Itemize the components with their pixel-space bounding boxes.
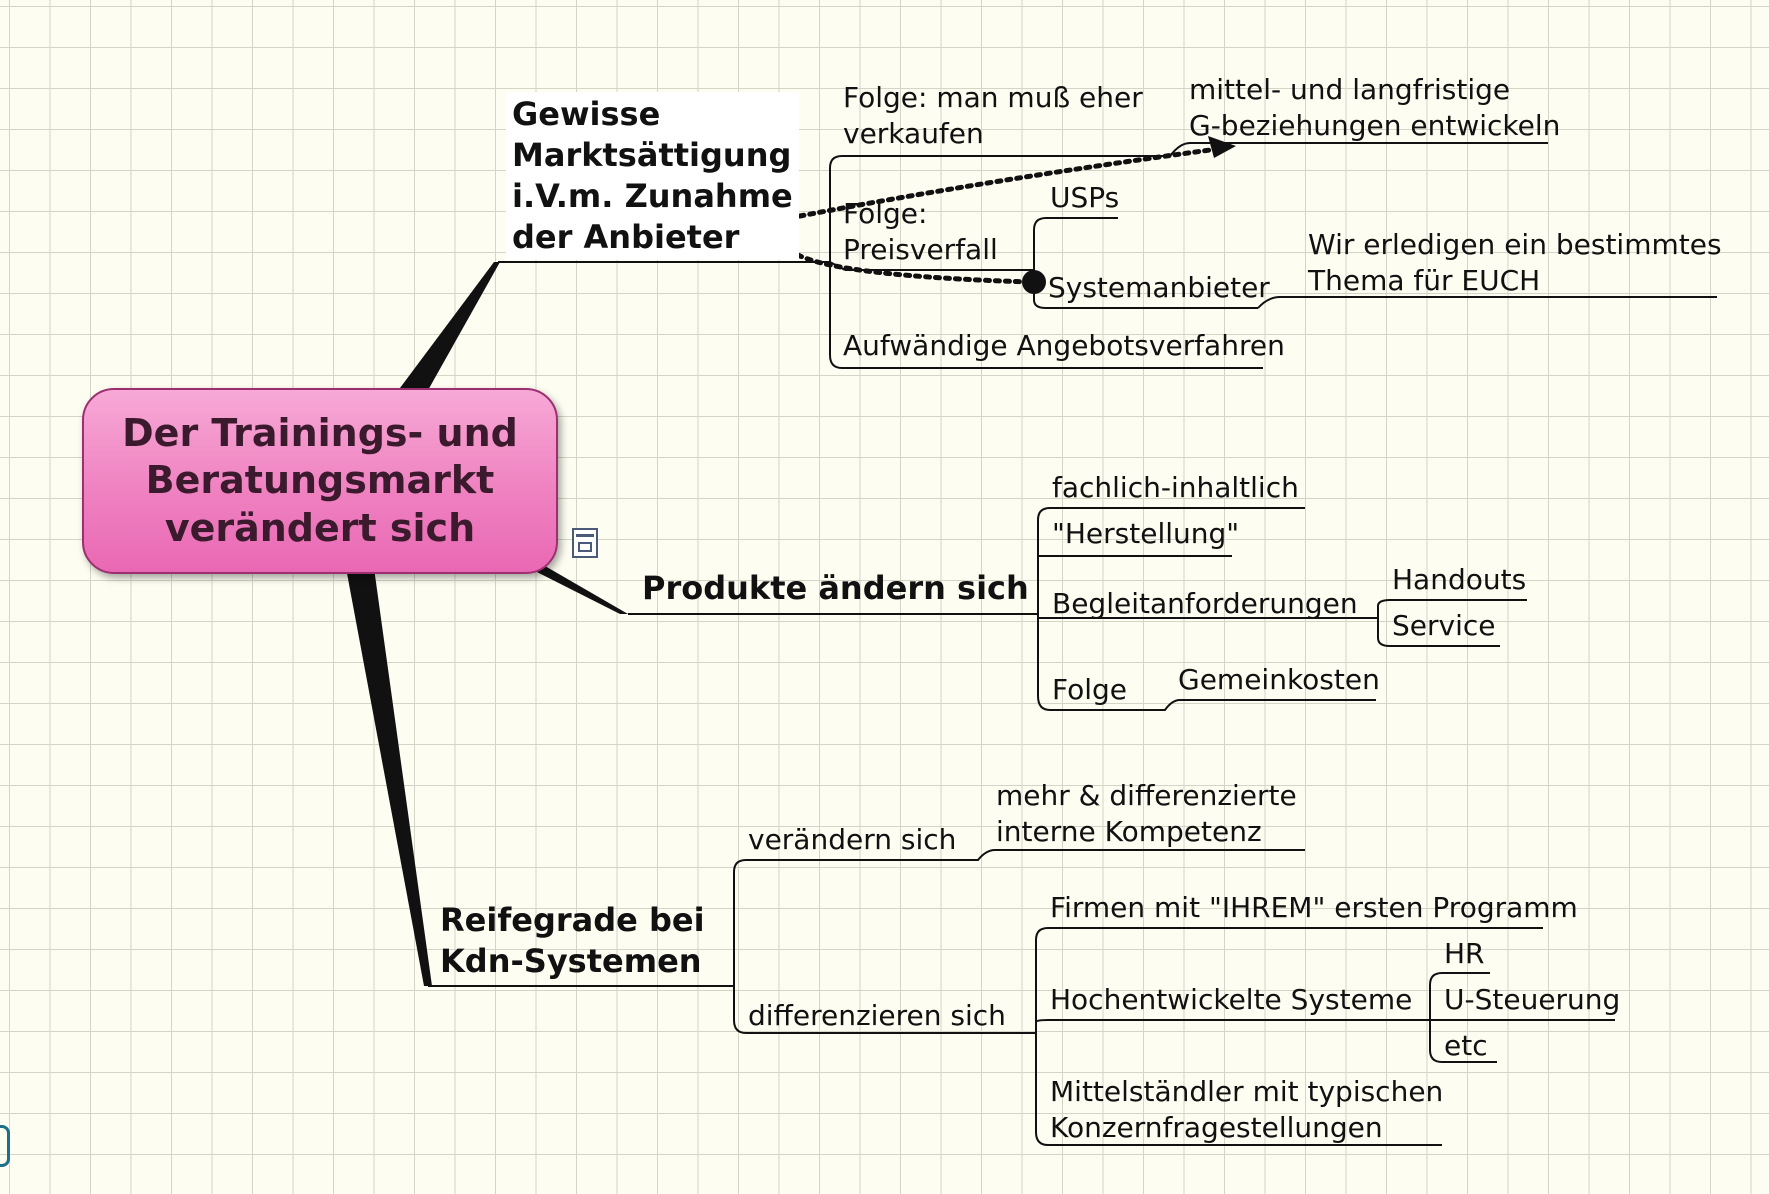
scroll-edge-indicator xyxy=(0,1125,10,1167)
bracket-differenzieren xyxy=(1035,927,1543,1146)
node-firmen-programm[interactable]: Firmen mit "IHREM" ersten Programm xyxy=(1050,891,1578,924)
node-g-beziehungen[interactable]: mittel- und langfristige G-beziehungen e… xyxy=(1189,73,1561,143)
bracket-reife xyxy=(733,859,747,1034)
note-icon[interactable] xyxy=(572,528,598,558)
underline-wir-erledigen xyxy=(1257,296,1717,309)
node-fachlich-inhaltlich[interactable]: fachlich-inhaltlich xyxy=(1052,471,1299,504)
node-usps[interactable]: USPs xyxy=(1050,181,1120,214)
bracket-preis xyxy=(995,217,1258,309)
central-topic-text: Der Trainings- und Beratungsmarkt veränd… xyxy=(122,410,518,550)
node-folge-verkaufen[interactable]: Folge: man muß eher verkaufen xyxy=(843,81,1143,151)
underline-g-beziehungen xyxy=(1169,142,1548,157)
central-topic-node[interactable]: Der Trainings- und Beratungsmarkt veränd… xyxy=(82,388,558,574)
branch-markt-label[interactable]: Gewisse Marktsättigung i.V.m. Zunahme de… xyxy=(506,92,799,260)
bracket-begleit xyxy=(1377,599,1527,647)
node-hochentwickelte-systeme[interactable]: Hochentwickelte Systeme xyxy=(1050,983,1413,1016)
underline-folge xyxy=(1050,699,1376,711)
node-begleitanforderungen[interactable]: Begleitanforderungen xyxy=(1052,587,1358,620)
connection-dot-systemanbieter xyxy=(1022,270,1046,294)
arrowhead-g-beziehungen xyxy=(1208,136,1236,158)
node-folge[interactable]: Folge xyxy=(1052,673,1128,706)
dotted-arrow-g-beziehungen xyxy=(797,145,1228,219)
node-herstellung[interactable]: "Herstellung" xyxy=(1052,517,1240,550)
branch-reife-label[interactable]: Reifegrade bei Kdn-Systemen xyxy=(440,901,705,980)
bracket-hoch xyxy=(1429,972,1615,1063)
node-mittelstaendler[interactable]: Mittelständler mit typischen Konzernfrag… xyxy=(1050,1075,1444,1145)
node-interne-kompetenz[interactable]: mehr & differenzierte interne Kompetenz xyxy=(996,779,1297,849)
main-branch-reife xyxy=(346,568,432,986)
bracket-produkte xyxy=(1037,507,1051,711)
node-service[interactable]: Service xyxy=(1392,609,1496,642)
node-veraendern-sich[interactable]: verändern sich xyxy=(748,823,957,856)
node-systemanbieter[interactable]: Systemanbieter xyxy=(1048,271,1270,304)
main-branch-markt xyxy=(397,262,500,392)
main-branch-produkte xyxy=(525,566,628,614)
underline-veraendern xyxy=(746,849,1305,861)
dotted-link-systemanbieter xyxy=(795,252,1033,285)
branch-produkte-label[interactable]: Produkte ändern sich xyxy=(642,569,1029,607)
node-angebotsverfahren[interactable]: Aufwändige Angebotsverfahren xyxy=(843,329,1285,362)
node-gemeinkosten[interactable]: Gemeinkosten xyxy=(1178,663,1380,696)
node-differenzieren-sich[interactable]: differenzieren sich xyxy=(748,999,1006,1032)
node-wir-erledigen[interactable]: Wir erledigen ein bestimmtes Thema für E… xyxy=(1308,228,1722,298)
node-hr[interactable]: HR xyxy=(1444,937,1485,970)
node-u-steuerung[interactable]: U-Steuerung xyxy=(1444,983,1621,1016)
node-handouts[interactable]: Handouts xyxy=(1392,563,1527,596)
node-folge-preisverfall[interactable]: Folge: Preisverfall xyxy=(843,197,998,267)
node-etc[interactable]: etc xyxy=(1444,1029,1488,1062)
